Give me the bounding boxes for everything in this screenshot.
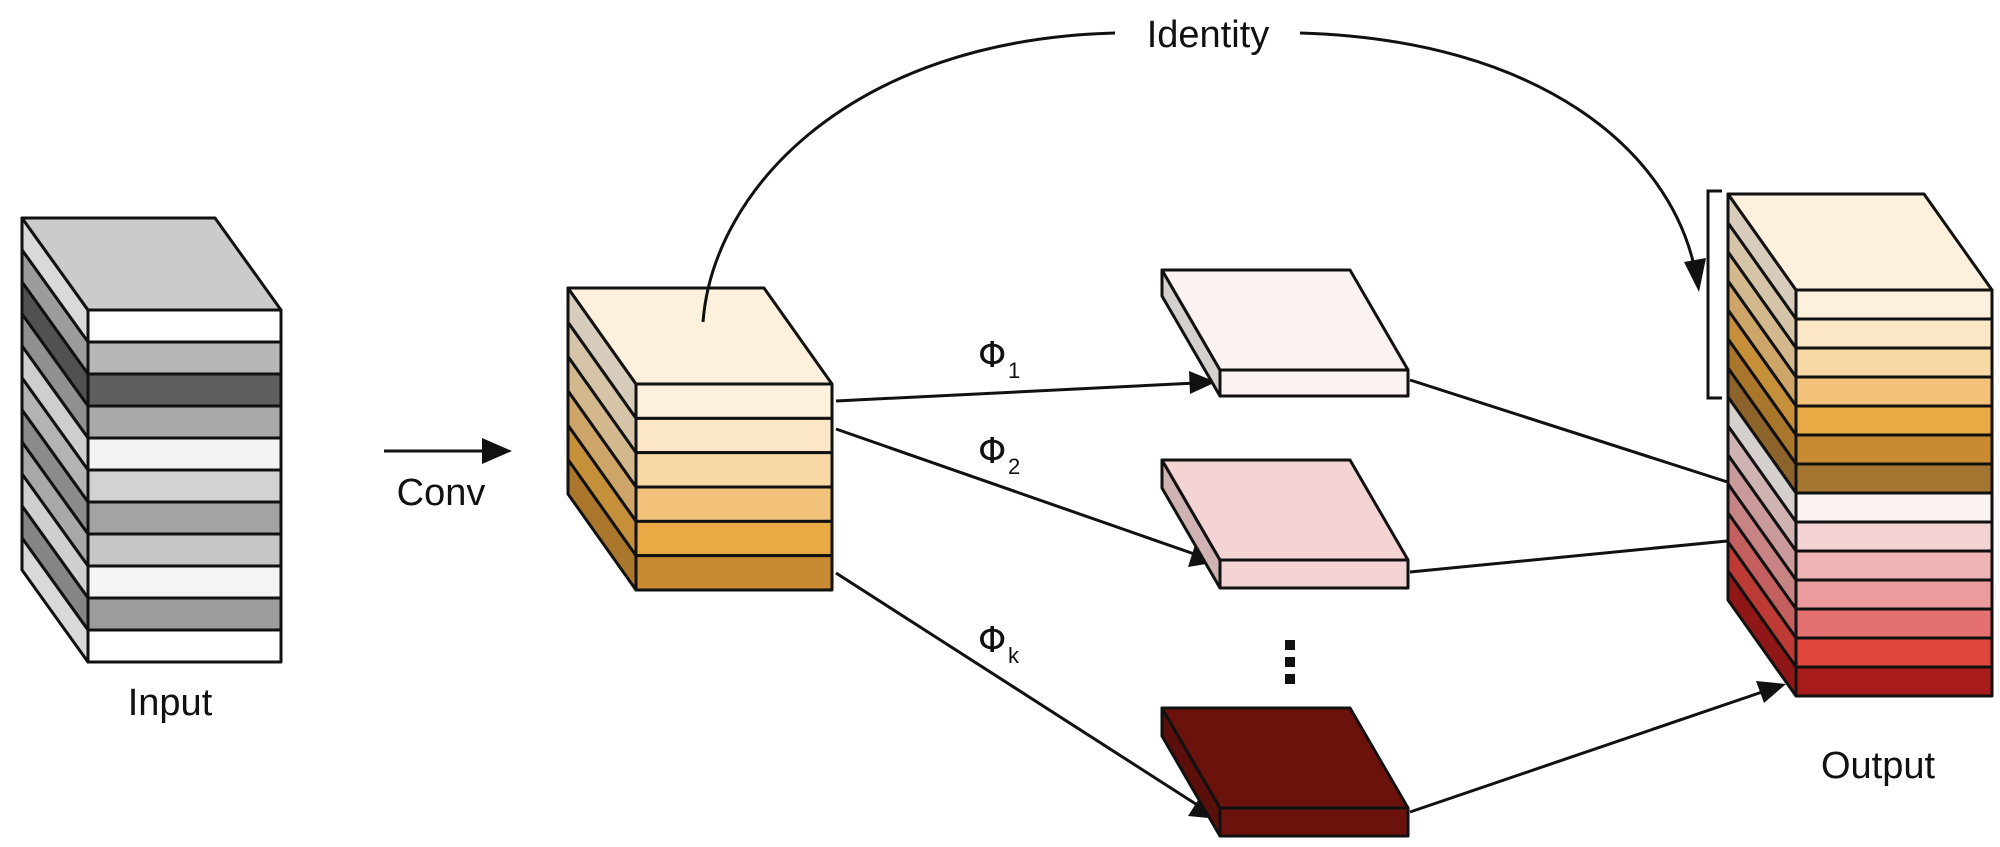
input-layer-8 — [86, 532, 283, 568]
input-layer-4 — [86, 404, 283, 440]
intrinsic-layer-6 — [634, 554, 834, 592]
identity-label: Identity — [1147, 14, 1270, 56]
output-layer-10 — [1794, 549, 1994, 582]
phi-arrows — [835, 371, 1219, 819]
conv-label: Conv — [397, 472, 486, 514]
output-layer-6 — [1794, 433, 1994, 466]
output-layer-5 — [1794, 404, 1994, 437]
input-layer-3 — [86, 372, 283, 408]
output-layer-12 — [1794, 607, 1994, 640]
ghost-map-k-front — [1218, 806, 1410, 838]
identity-bracket — [1706, 189, 1722, 400]
output-feature-map — [1726, 192, 1994, 698]
input-layer-1 — [86, 308, 283, 344]
svg-text:k: k — [1008, 643, 1020, 668]
output-layer-13 — [1794, 636, 1994, 669]
input-layer-5 — [86, 436, 283, 472]
input-feature-map — [20, 216, 283, 664]
intrinsic-layer-3 — [634, 451, 834, 489]
phi-1-label: Φ 1 — [978, 335, 1020, 383]
output-layer-14 — [1794, 665, 1994, 698]
svg-text:Φ: Φ — [978, 620, 1006, 661]
output-top-face — [1726, 192, 1994, 292]
ellipsis-dots — [1285, 640, 1295, 684]
output-layer-3 — [1794, 346, 1994, 379]
input-layer-2 — [86, 340, 283, 376]
input-layer-11 — [86, 628, 283, 664]
input-label: Input — [128, 682, 213, 724]
phi-2-label: Φ 2 — [978, 431, 1020, 479]
output-layer-8 — [1794, 491, 1994, 524]
intrinsic-layer-1 — [634, 382, 834, 420]
svg-text:Φ: Φ — [978, 335, 1006, 376]
ghost-feature-maps — [1160, 268, 1410, 838]
input-layer-10 — [86, 596, 283, 632]
ghost-map-2-front — [1218, 558, 1410, 590]
intrinsic-feature-maps — [566, 286, 834, 592]
input-top-face — [20, 216, 283, 312]
svg-text:2: 2 — [1008, 454, 1020, 479]
intrinsic-layer-4 — [634, 485, 834, 523]
ghost-map-1-front — [1218, 368, 1410, 398]
identity-connection — [701, 31, 1706, 323]
intrinsic-layer-2 — [634, 416, 834, 455]
phi-k-label: Φ k — [978, 620, 1020, 668]
input-layer-7 — [86, 500, 283, 536]
output-layer-7 — [1794, 462, 1994, 495]
input-layer-6 — [86, 468, 283, 504]
output-layer-11 — [1794, 578, 1994, 611]
output-layer-4 — [1794, 375, 1994, 408]
conv-arrow — [384, 438, 512, 464]
intrinsic-top-face — [566, 286, 834, 386]
svg-text:Φ: Φ — [978, 431, 1006, 472]
output-layer-1 — [1794, 288, 1994, 321]
svg-text:1: 1 — [1008, 358, 1020, 383]
output-layer-2 — [1794, 317, 1994, 350]
output-label: Output — [1821, 745, 1936, 787]
intrinsic-layer-5 — [634, 519, 834, 558]
input-layer-9 — [86, 564, 283, 600]
output-layer-9 — [1794, 520, 1994, 553]
